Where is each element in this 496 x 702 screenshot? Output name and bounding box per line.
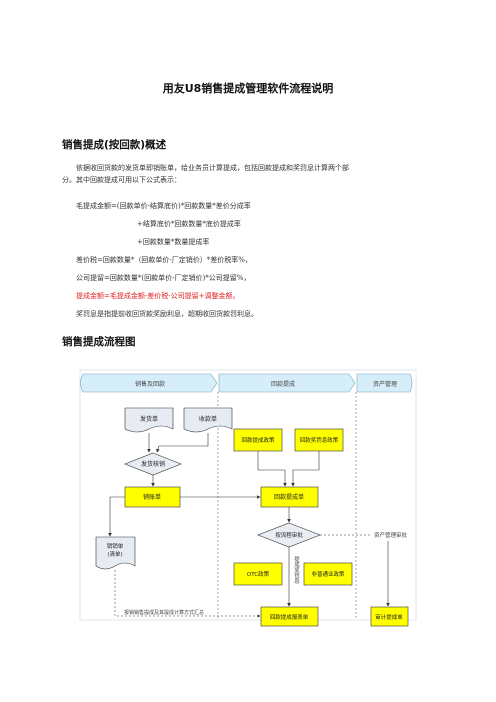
lane-label-commission: 回款提成: [271, 380, 295, 388]
lane-header-commission: [218, 373, 356, 393]
decision-review-label: 按流程审批: [275, 531, 303, 539]
intro-paragraph-line-2: 分。其中回款提成可用以下公式表示：: [62, 176, 181, 184]
formula-price-difference-tax: 差价税=回款数量*（回款单价-厂定销价）*差价税率%，: [76, 256, 252, 264]
formula-base-commission: +结算底价*回款数量*底价提成率: [137, 220, 241, 228]
label-asset-review: 资产管理审批: [374, 531, 408, 539]
doc-sales-writeoff: [95, 536, 136, 570]
box-special-policy-label: 非普通业政策: [311, 570, 345, 578]
box-final-sheet: [260, 606, 319, 627]
section-heading-flowchart: 销售提成流程图: [62, 336, 136, 348]
box-reward-policy-label: 回款奖罚息政策: [300, 436, 339, 444]
doc-shipping-note-label: 发货单: [140, 415, 158, 423]
arrow-receipt-to-verify: [156, 433, 209, 453]
lane-header-asset: [356, 373, 413, 393]
box-commission-calc-label: 回款提成单: [274, 493, 304, 501]
arrow-writeoff-to-doc: [108, 496, 125, 537]
doc-sales-writeoff-label-2: (清单): [107, 550, 122, 558]
intro-paragraph: 依据收回货款的发货单即销账单，给业务员计算提成，包括回款提成和奖罚息计算两个部 …: [62, 162, 442, 186]
lane-header-sales: [80, 373, 218, 393]
lane-label-sales: 销售及回款: [135, 380, 165, 388]
label-bottom-flow: 报销销售提成及其提成计算方式汇总: [124, 609, 204, 616]
doc-receipt: [183, 407, 233, 433]
section-heading-overview: 销售提成(按回款)概述: [62, 139, 167, 151]
box-writeoff-label: 销账单: [143, 493, 161, 501]
arrow-doc-to-final: [114, 570, 261, 618]
label-vertical-commission: 提成奖罚息: [293, 555, 300, 584]
box-asset-form: [370, 606, 409, 627]
doc-sales-writeoff-label-1: 销销单: [107, 542, 124, 550]
document-title: 用友U8销售提成管理软件流程说明: [162, 82, 334, 95]
doc-receipt-label: 收款单: [199, 415, 217, 423]
formula-gross-commission: 毛提成金额=(回款单价-结算底价)*回款数量*差价分成率: [76, 202, 251, 210]
doc-shipping-note: [124, 407, 174, 433]
box-otc-policy: [233, 562, 283, 586]
arrow-policy-to-calc: [257, 451, 287, 487]
box-commission-calc: [260, 486, 319, 508]
lane-label-asset: 资产管理: [373, 380, 397, 388]
box-commission-policy-label: 回款提成政策: [241, 436, 275, 444]
box-final-sheet-label: 回款提成报表单: [270, 613, 309, 621]
box-otc-policy-label: OTC政策: [247, 570, 270, 578]
formula-net-commission: 提成金额=毛提成金额-差价税-公司提留+调整金额。: [76, 292, 240, 300]
arrow-reward-to-calc: [291, 451, 320, 487]
box-asset-form-label: 审计提成单: [375, 613, 403, 621]
formula-interest-reward-penalty: 奖罚息是指提前收回货款奖励利息，超期收回货款罚利息。: [76, 310, 258, 318]
formula-company-retention: 公司提留=回款数量*(回款单价-厂定销价)*公司提留%，: [76, 274, 251, 282]
box-special-policy: [303, 562, 353, 586]
formula-quantity-commission: +回款数量*数量提成率: [137, 238, 210, 246]
decision-verify-label: 发货核销: [141, 460, 165, 468]
intro-paragraph-line-1: 依据收回货款的发货单即销账单，给业务员计算提成，包括回款提成和奖罚息计算两个部: [76, 164, 349, 172]
